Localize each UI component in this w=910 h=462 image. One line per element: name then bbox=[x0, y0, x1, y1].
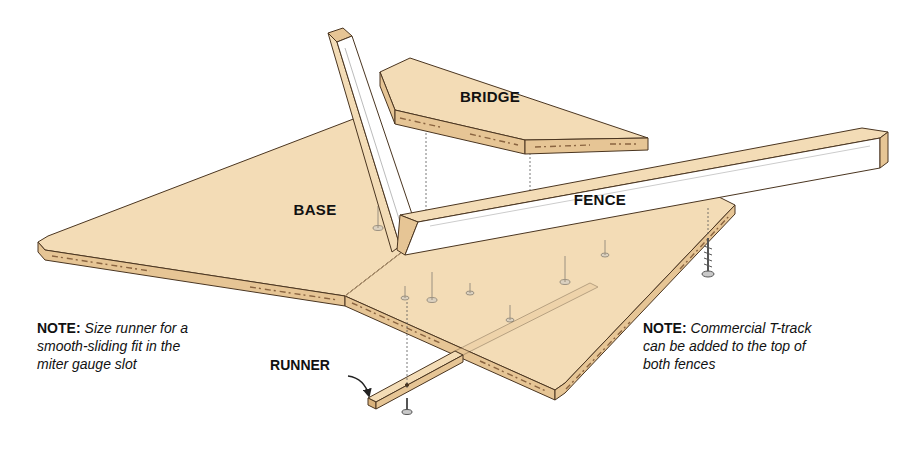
screw-shank bbox=[510, 305, 511, 320]
note-block: NOTE:Size runner for a smooth-sliding fi… bbox=[37, 319, 215, 373]
screw-head bbox=[702, 271, 714, 277]
screw-shank bbox=[707, 238, 709, 272]
bridge-edge bbox=[395, 110, 525, 154]
screw-shank bbox=[565, 256, 566, 282]
ply-line bbox=[566, 322, 630, 389]
screw-shank bbox=[432, 272, 433, 300]
runner-top bbox=[368, 351, 463, 402]
screw-shank bbox=[470, 283, 471, 293]
right-fence bbox=[397, 128, 888, 255]
ply-line bbox=[400, 118, 640, 147]
part-name: FENCE bbox=[574, 191, 626, 208]
ply-line bbox=[480, 361, 548, 392]
dashed-line bbox=[708, 208, 709, 236]
runner-screw bbox=[402, 398, 412, 415]
base-left-top bbox=[38, 118, 402, 296]
seam-line bbox=[345, 252, 402, 296]
screw-thread bbox=[704, 246, 712, 267]
bridge-edge bbox=[380, 72, 395, 124]
ply-line bbox=[680, 215, 730, 269]
base-seam bbox=[345, 252, 402, 296]
leader-arrow bbox=[348, 376, 369, 396]
base-right-front bbox=[345, 296, 555, 400]
note-heading: NOTE: bbox=[37, 320, 81, 336]
dashed-line bbox=[407, 302, 408, 388]
ply-line bbox=[250, 287, 338, 300]
part-name: BASE bbox=[294, 201, 337, 218]
label-block: FENCE bbox=[574, 191, 626, 209]
runner-hidden bbox=[455, 283, 598, 355]
screw-shank bbox=[605, 240, 606, 255]
fence-end bbox=[880, 132, 888, 168]
screw-head bbox=[402, 410, 412, 415]
ply-line bbox=[352, 303, 440, 343]
screw-shank bbox=[378, 206, 379, 228]
runner-side bbox=[376, 355, 463, 409]
label-block: RUNNER bbox=[270, 356, 330, 374]
label-block: BRIDGE bbox=[460, 88, 520, 106]
note-heading: NOTE: bbox=[643, 320, 687, 336]
part-name: RUNNER bbox=[270, 357, 330, 373]
part-name: BRIDGE bbox=[460, 88, 520, 105]
note-block: NOTE:Commercial T-track can be added to … bbox=[643, 319, 825, 373]
bridge bbox=[380, 58, 648, 154]
runner bbox=[368, 283, 598, 409]
fence-edge bbox=[328, 33, 400, 252]
runner-end bbox=[368, 398, 376, 409]
visible-screw bbox=[702, 238, 714, 277]
bridge-edge bbox=[525, 138, 648, 154]
fence-face-line bbox=[430, 146, 870, 226]
fence-face-line bbox=[345, 48, 400, 222]
base-left-edge bbox=[38, 242, 345, 306]
label-block: BASE bbox=[294, 201, 337, 219]
ply-line bbox=[52, 256, 150, 271]
fence-face bbox=[405, 138, 880, 255]
screw-shank bbox=[406, 398, 408, 410]
screw-shank bbox=[405, 286, 406, 298]
runner-top bbox=[455, 283, 598, 355]
